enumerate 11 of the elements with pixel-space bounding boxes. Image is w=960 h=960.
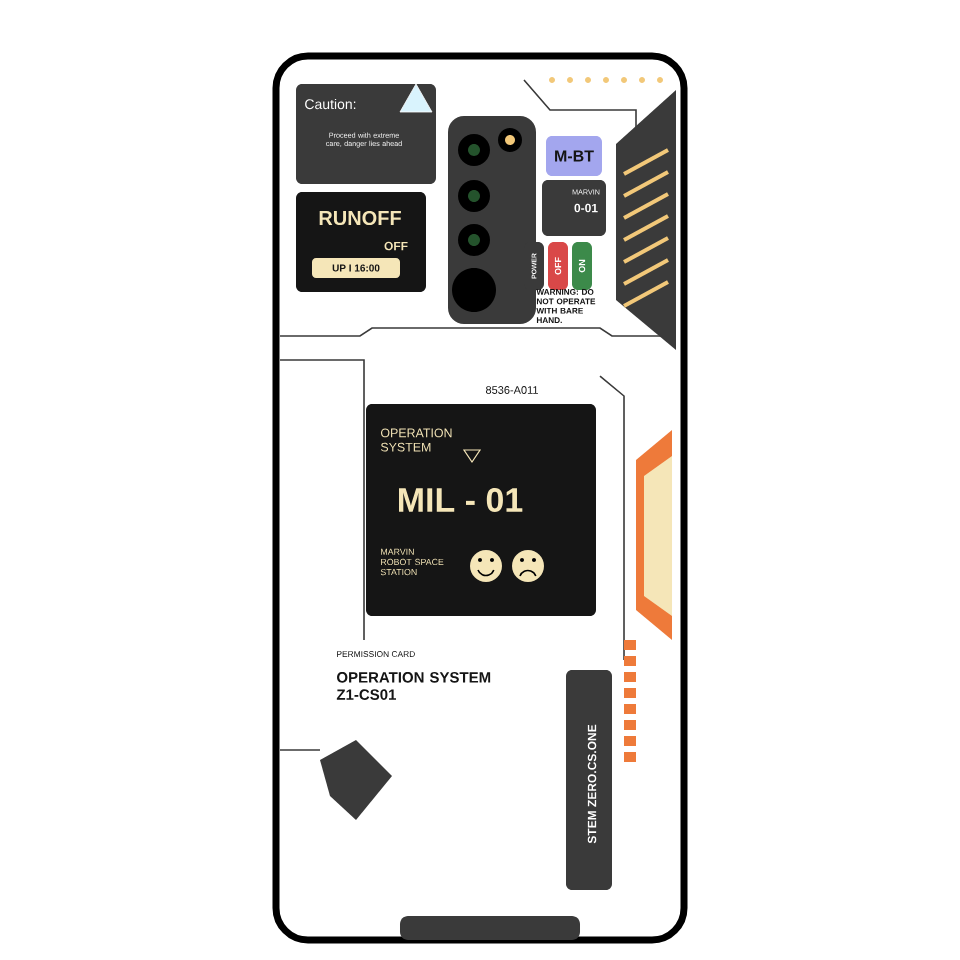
off-button (548, 242, 568, 290)
screen-title: MIL - 01 (399, 487, 523, 513)
display-title: RUNOFF (319, 210, 401, 226)
badge-text: M-BT (555, 150, 594, 162)
nameplate (542, 180, 606, 236)
screen-panel (366, 404, 596, 616)
caution-panel (296, 84, 436, 184)
on-button (572, 242, 592, 290)
side-bar (566, 670, 612, 890)
display-panel (296, 192, 426, 292)
badge (546, 136, 602, 176)
